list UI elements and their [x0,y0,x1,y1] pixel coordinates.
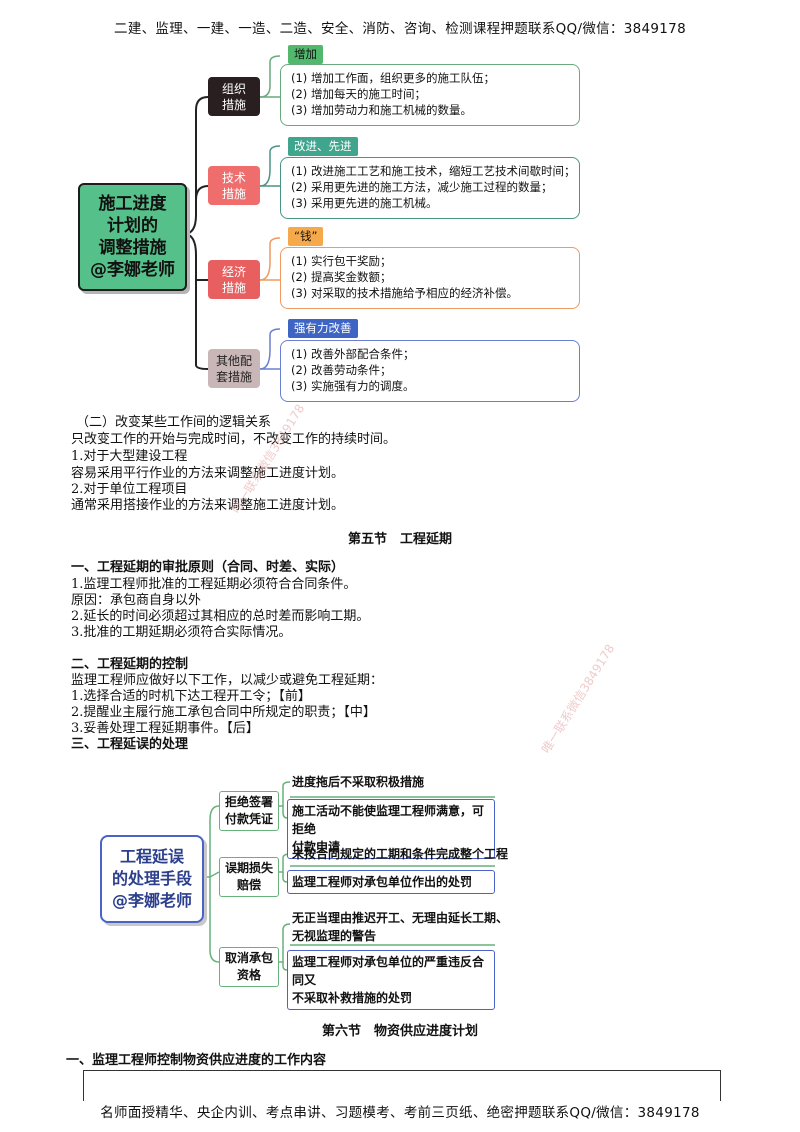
paragraph-line: 1.对于大型建设工程 [71,449,188,464]
subsection-heading: （二）改变某些工作间的逻辑关系 [76,415,272,430]
leaf-box: 监理工程师对承包单位的严重违反合同又不采取补救措施的处罚 [287,950,495,1010]
tag-strong-improve: 强有力改善 [288,319,358,338]
page-header: 二建、监理、一建、一造、二造、安全、消防、咨询、检测课程押题联系QQ/微信：38… [114,21,686,37]
measure-item: (2) 增加每天的施工时间； [291,87,426,101]
mindmap-center-node: 施工进度 计划的 调整措施 @李娜老师 [78,183,187,291]
center-line: 的处理手段 [111,869,192,888]
category-economic: 经济措施 [208,260,260,299]
measure-item: (1) 改善外部配合条件； [291,347,415,361]
leaf-condition: 进度拖后不采取积极措施 [292,775,425,789]
center-line: @李娜老师 [90,260,175,280]
mindmap-adjustment-measures: 施工进度 计划的 调整措施 @李娜老师 组织措施 技术措施 经济措施 其他配套措… [0,0,800,420]
measure-list-organization: (1) 增加工作面，组织更多的施工队伍； (2) 增加每天的施工时间； (3) … [280,64,580,126]
tag-money: “钱” [288,227,324,246]
heading-delay-handling: 三、工程延误的处理 [71,737,189,752]
paragraph-line: 1.监理工程师批准的工程延期必须符合合同条件。 [71,577,357,592]
center-line: @李娜老师 [111,891,192,910]
category-refuse-payment: 拒绝签署付款凭证 [219,791,279,831]
measure-list-other: (1) 改善外部配合条件； (2) 改善劳动条件； (3) 实施强有力的调度。 [280,340,580,402]
paragraph-line: 监理工程师应做好以下工作，以减少或避免工程延期： [71,673,384,688]
paragraph-line: 原因：承包商自身以外 [71,593,202,608]
paragraph-line: 3.妥善处理工程延期事件。【后】 [71,721,259,736]
page-footer: 名师面授精华、央企内训、考点串讲、习题模考、考前三页纸、绝密押题联系QQ/微信：… [100,1105,700,1121]
center-line: 施工进度 [98,194,167,214]
measure-item: (3) 实施强有力的调度。 [291,379,415,393]
center-line: 调整措施 [98,238,167,258]
leaf-box: 施工活动不能使监理工程师满意，可拒绝付款申请 [287,799,495,859]
measure-item: (3) 增加劳动力和施工机械的数量。 [291,103,472,117]
category-organization: 组织措施 [208,77,260,116]
tag-improve: 改进、先进 [288,137,358,156]
measure-list-technical: (1) 改进施工工艺和施工技术，缩短工艺技术间歇时间； (2) 采用更先进的施工… [280,157,580,219]
section-title-5: 第五节 工程延期 [347,532,452,547]
content-table-frame [83,1070,721,1101]
measure-item: (3) 采用更先进的施工机械。 [291,196,438,210]
center-line: 工程延误 [119,847,184,866]
paragraph-line: 3.批准的工期延期必须符合实际情况。 [71,625,292,640]
mindmap-connectors [183,55,281,370]
measure-item: (3) 对采取的技术措施给予相应的经济补偿。 [291,286,518,300]
paragraph-line: 2.提醒业主履行施工承包合同中所规定的职责；【中】 [71,705,376,720]
category-delay-damages: 误期损失赔偿 [219,857,279,897]
measure-item: (2) 改善劳动条件； [291,363,392,377]
measure-item: (1) 增加工作面，组织更多的施工队伍； [291,71,495,85]
paragraph-line: 只改变工作的开始与完成时间，不改变工作的持续时间。 [71,432,397,447]
measure-item: (2) 提高奖金数额； [291,270,392,284]
paragraph-line: 通常采用搭接作业的方法来调整施工进度计划。 [71,498,345,513]
category-other: 其他配套措施 [208,349,260,388]
measure-list-economic: (1) 实行包干奖励； (2) 提高奖金数额； (3) 对采取的技术措施给予相应… [280,247,580,309]
paragraph-line: 2.对于单位工程项目 [71,482,188,497]
section-title-6: 第六节 物资供应进度计划 [321,1024,478,1039]
measure-item: (1) 实行包干奖励； [291,254,392,268]
mindmap2-center-node: 工程延误 的处理手段 @李娜老师 [100,835,204,923]
leaf-condition: 无正当理由推迟开工、无理由延长工期、无视监理的警告 [292,911,509,943]
category-technical: 技术措施 [208,166,260,205]
center-line: 计划的 [107,216,158,236]
leaf-box: 监理工程师对承包单位作出的处罚 [287,870,495,894]
leaf-condition: 未按合同规定的工期和条件完成整个工程 [292,847,509,861]
measure-item: (1) 改进施工工艺和施工技术，缩短工艺技术间歇时间； [291,164,576,178]
paragraph-line: 1.选择合适的时机下达工程开工令；【前】 [71,689,311,704]
heading-material-supply: 一、监理工程师控制物资供应进度的工作内容 [66,1053,327,1068]
tag-increase: 增加 [288,45,323,64]
paragraph-line: 2.延长的时间必须超过其相应的总时差而影响工期。 [71,609,370,624]
heading-delay-control: 二、工程延期的控制 [71,657,189,672]
measure-item: (2) 采用更先进的施工方法，减少施工过程的数量； [291,180,553,194]
heading-approval-principles: 一、工程延期的审批原则（合同、时差、实际） [71,560,345,575]
category-cancel-qualification: 取消承包资格 [219,947,279,987]
paragraph-line: 容易采用平行作业的方法来调整施工进度计划。 [71,466,345,481]
